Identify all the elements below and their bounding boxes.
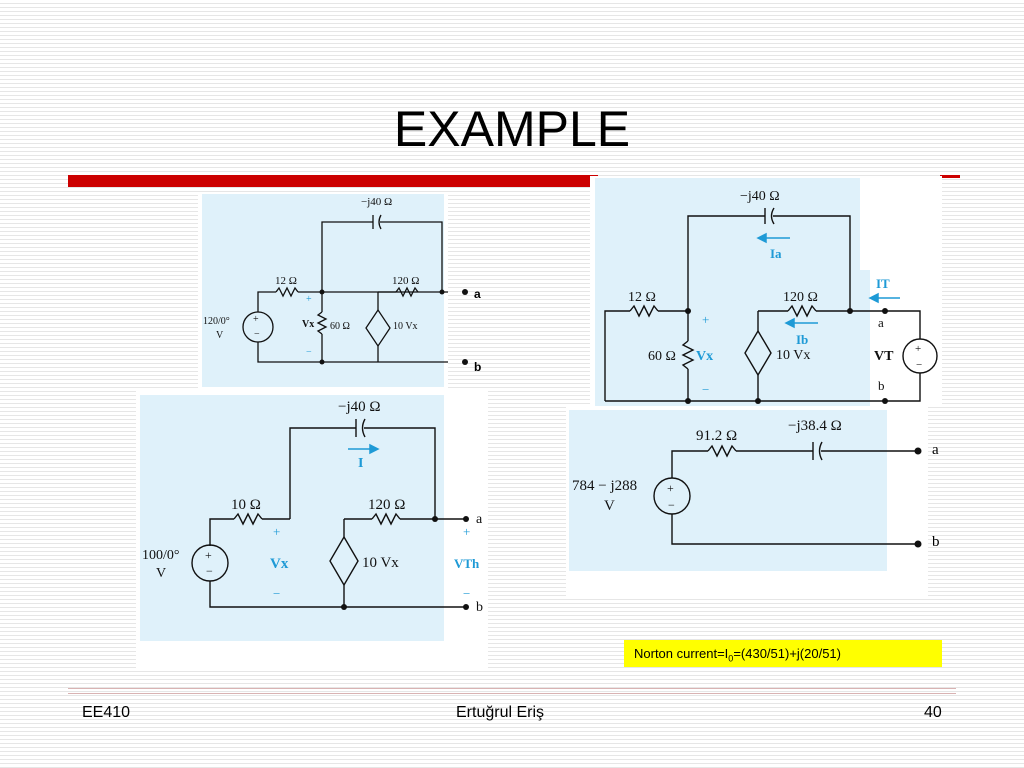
circuit3-source-plus: +: [205, 548, 212, 562]
circuit3-vx-minus: −: [273, 586, 280, 601]
circuit3-vx-plus: +: [273, 524, 280, 539]
circuit2-cap-label: −j40 Ω: [740, 189, 780, 204]
circuit3-current: I: [358, 456, 363, 471]
circuit4-source-unit: V: [604, 498, 615, 514]
circuit3-cap-label: −j40 Ω: [338, 399, 381, 415]
circuit1-source-mag: 120/0°: [203, 316, 230, 327]
norton-note-suffix: =(430/51)+j(20/51): [733, 646, 841, 661]
circuit4-source-value: 784 − j288: [572, 478, 637, 494]
circuit3-vth-label: VTh: [454, 556, 480, 571]
circuit2-vx-label: Vx: [696, 349, 713, 364]
circuit3-vth-plus: +: [463, 524, 470, 539]
norton-note-subscript: 0: [728, 653, 734, 664]
circuit3-source-unit: V: [156, 566, 166, 581]
circuit3-vx-label: Vx: [270, 556, 289, 572]
circuit2-vt-plus: +: [915, 343, 921, 355]
circuit4-label-b: b: [932, 534, 940, 550]
footer-divider-bottom: [68, 693, 956, 694]
circuit4-source-minus: −: [668, 498, 675, 512]
circuit2-terminal-b: b: [878, 378, 885, 393]
circuit1-vx-plus: +: [306, 294, 312, 305]
circuit2-vx-plus: +: [702, 312, 709, 327]
footer-page-number: 40: [924, 704, 942, 721]
circuit4-source-plus: +: [667, 481, 674, 495]
circuit2-vt-label: VT: [874, 349, 894, 364]
circuit1-r1-label: 12 Ω: [275, 275, 297, 287]
circuit2-r3-label: 60 Ω: [648, 349, 676, 364]
circuit1-vx-label: Vx: [302, 319, 314, 330]
circuit3-source-mag: 100/0°: [142, 548, 180, 563]
circuit1-terminal-b: [462, 359, 468, 365]
title-underline-bar-right: [940, 175, 960, 178]
circuit2-dep-label: 10 Vx: [776, 348, 810, 363]
footer-course: EE410: [82, 704, 131, 721]
circuit3-r1-label: 10 Ω: [231, 497, 261, 513]
circuit2-r1-label: 12 Ω: [628, 290, 656, 305]
circuit2-vt-minus: −: [916, 359, 922, 371]
circuit2-panel: −j40 Ω Ia 12 Ω 120 Ω Ib IT 60 Ω Vx 10 Vx…: [590, 176, 942, 406]
circuit2-terminal-a: a: [878, 315, 884, 330]
circuit4-cap-label: −j38.4 Ω: [788, 418, 842, 434]
footer-divider-top: [68, 688, 956, 689]
circuit2-current-a: Ia: [770, 246, 782, 261]
circuit3-vth-minus: −: [463, 586, 470, 601]
circuit4-panel: 91.2 Ω −j38.4 Ω 784 − j288 V + − a b: [566, 406, 928, 596]
title-underline-bar: [68, 175, 598, 187]
circuit3-source-minus: −: [206, 564, 213, 578]
circuit1-source-minus: −: [254, 329, 260, 340]
circuit1-panel: −j40 Ω 12 Ω 120 Ω 60 Ω 120/0° V Vx 10 Vx…: [198, 192, 448, 389]
circuit3-dep-label: 10 Vx: [362, 555, 399, 571]
circuit1-label-b: b: [474, 360, 482, 374]
circuit3-r2-label: 120 Ω: [368, 497, 405, 513]
circuit4-r-label: 91.2 Ω: [696, 428, 737, 444]
circuit3-terminal-a: a: [476, 512, 483, 527]
norton-current-note: Norton current=I0=(430/51)+j(20/51): [624, 640, 942, 667]
circuit1-cap-label: −j40 Ω: [361, 196, 392, 208]
circuit1-vx-minus: −: [306, 347, 312, 358]
circuit2-vx-minus: −: [702, 382, 709, 397]
footer-author: Ertuğrul Eriş: [456, 704, 545, 721]
circuit1-r2-label: 120 Ω: [392, 275, 419, 287]
circuit1-source-unit: V: [216, 330, 224, 341]
circuit1-terminal-a: [462, 289, 468, 295]
circuit4-label-a: a: [932, 442, 939, 458]
circuit2-current-b: Ib: [796, 332, 808, 347]
circuit2-current-t: IT: [876, 276, 890, 291]
norton-note-prefix: Norton current=I: [634, 646, 729, 661]
circuit1-r3-label: 60 Ω: [330, 321, 350, 332]
circuit1-label-a: a: [474, 287, 481, 301]
circuit1-source-plus: +: [253, 314, 259, 325]
slide-title: EXAMPLE: [393, 101, 631, 157]
circuit3-terminal-b: b: [476, 600, 483, 615]
circuit1-dep-label: 10 Vx: [393, 321, 418, 332]
circuit3-panel: −j40 Ω I 10 Ω 120 Ω 100/0° V Vx 10 Vx VT…: [136, 391, 488, 669]
circuit2-r2-label: 120 Ω: [783, 290, 818, 305]
